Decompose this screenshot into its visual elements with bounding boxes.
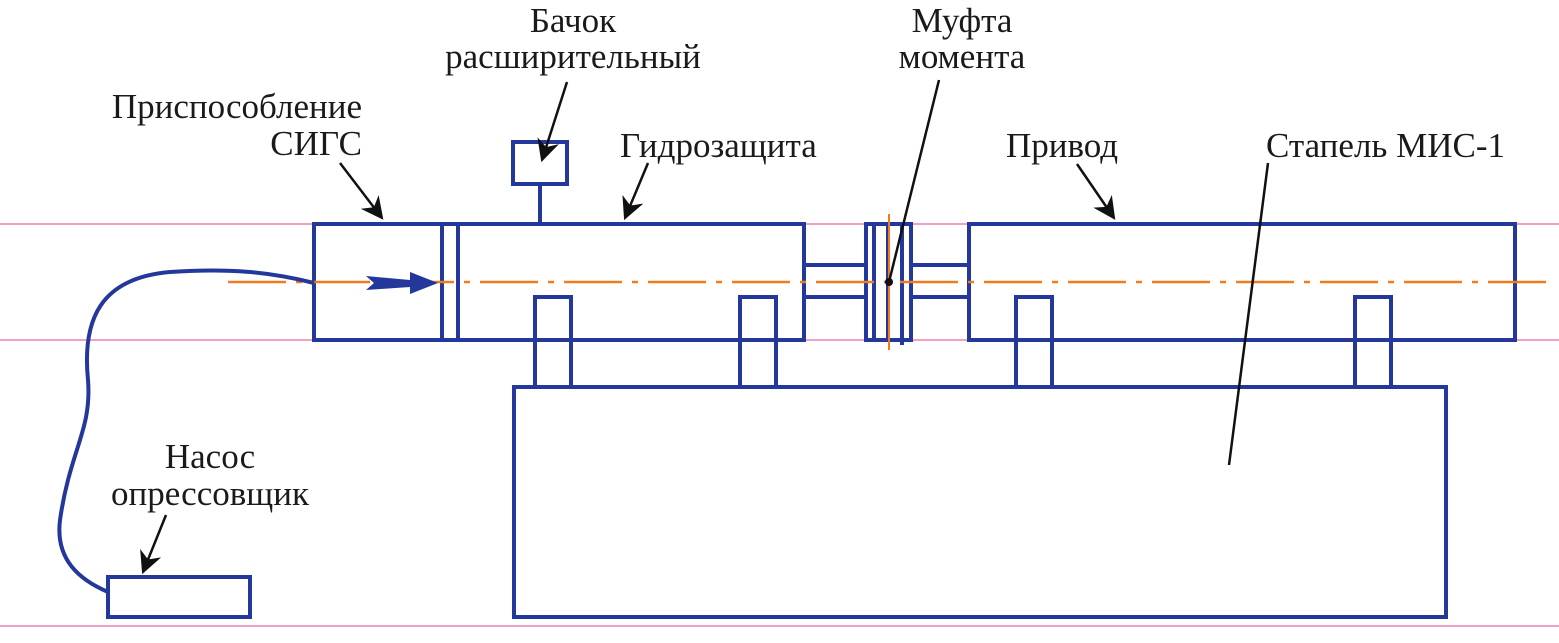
hose: [57, 268, 315, 594]
label-coupling-line2: момента: [899, 37, 1026, 76]
support-1-cap: [533, 295, 573, 340]
leader-expansion-tank: [537, 81, 569, 163]
pressure-test-pump: [106, 575, 252, 619]
label-expansion-tank-line1: Бачок: [530, 1, 617, 40]
label-pump-line1: Насос: [165, 437, 255, 476]
support-2-cap: [738, 295, 778, 340]
leader-pump: [140, 514, 168, 575]
label-expansion-tank-line2: расширительный: [445, 37, 701, 76]
label-pump-line2: опрессовщик: [111, 474, 310, 513]
label-drive: Привод: [1006, 126, 1118, 165]
leader-coupling: [887, 79, 941, 283]
label-coupling-line1: Муфта: [912, 1, 1013, 40]
support-4-cap: [1353, 295, 1393, 340]
label-hydroprotection: Гидрозащита: [620, 126, 817, 165]
leader-hydroprotection: [622, 162, 650, 221]
support-3-cap: [1014, 295, 1054, 340]
expansion-tank: [511, 140, 569, 186]
leader-slipway: [1227, 162, 1270, 466]
flow-arrow-icon: [366, 272, 438, 294]
leader-drive: [1075, 163, 1116, 220]
label-fixture-line2: СИГС: [270, 124, 362, 163]
label-slipway: Стапель МИС-1: [1266, 126, 1505, 165]
slipway-base: [512, 385, 1448, 619]
leader-fixture: [339, 162, 384, 220]
label-fixture-line1: Приспособление: [112, 87, 362, 126]
